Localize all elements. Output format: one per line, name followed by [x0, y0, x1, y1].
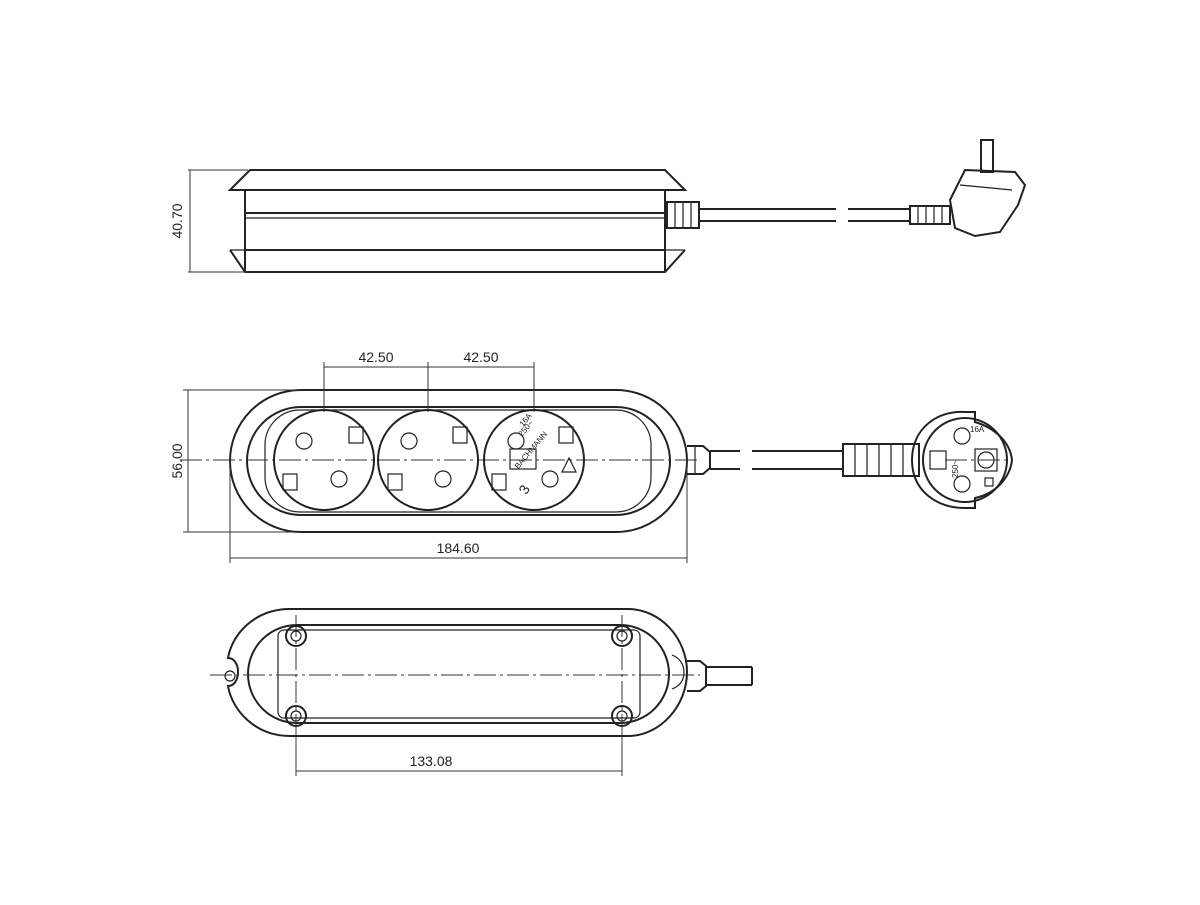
- bottom-view: 133.08: [210, 608, 753, 776]
- socket-brand: BACHMANN: [513, 430, 549, 471]
- socket-spacing-2-dimension: 42.50: [463, 349, 498, 365]
- bottom-hole-spacing-dimension: 133.08: [410, 753, 453, 769]
- plug-rating-amps: 16A: [970, 425, 985, 434]
- top-width-dimension: 56.00: [169, 443, 185, 478]
- foot-top-right: [611, 625, 633, 647]
- top-length-dimension: 184.60: [437, 540, 480, 556]
- side-view: 40.70: [169, 139, 1027, 273]
- plug-rating-volts: 250~: [951, 460, 960, 478]
- socket-spacing-1-dimension: 42.50: [358, 349, 393, 365]
- foot-top-left: [285, 625, 307, 647]
- top-view: 16A 250~ BACHMANN 3 16A: [169, 349, 1014, 563]
- side-height-dimension: 40.70: [169, 203, 185, 238]
- socket-model-number: 3: [515, 482, 533, 497]
